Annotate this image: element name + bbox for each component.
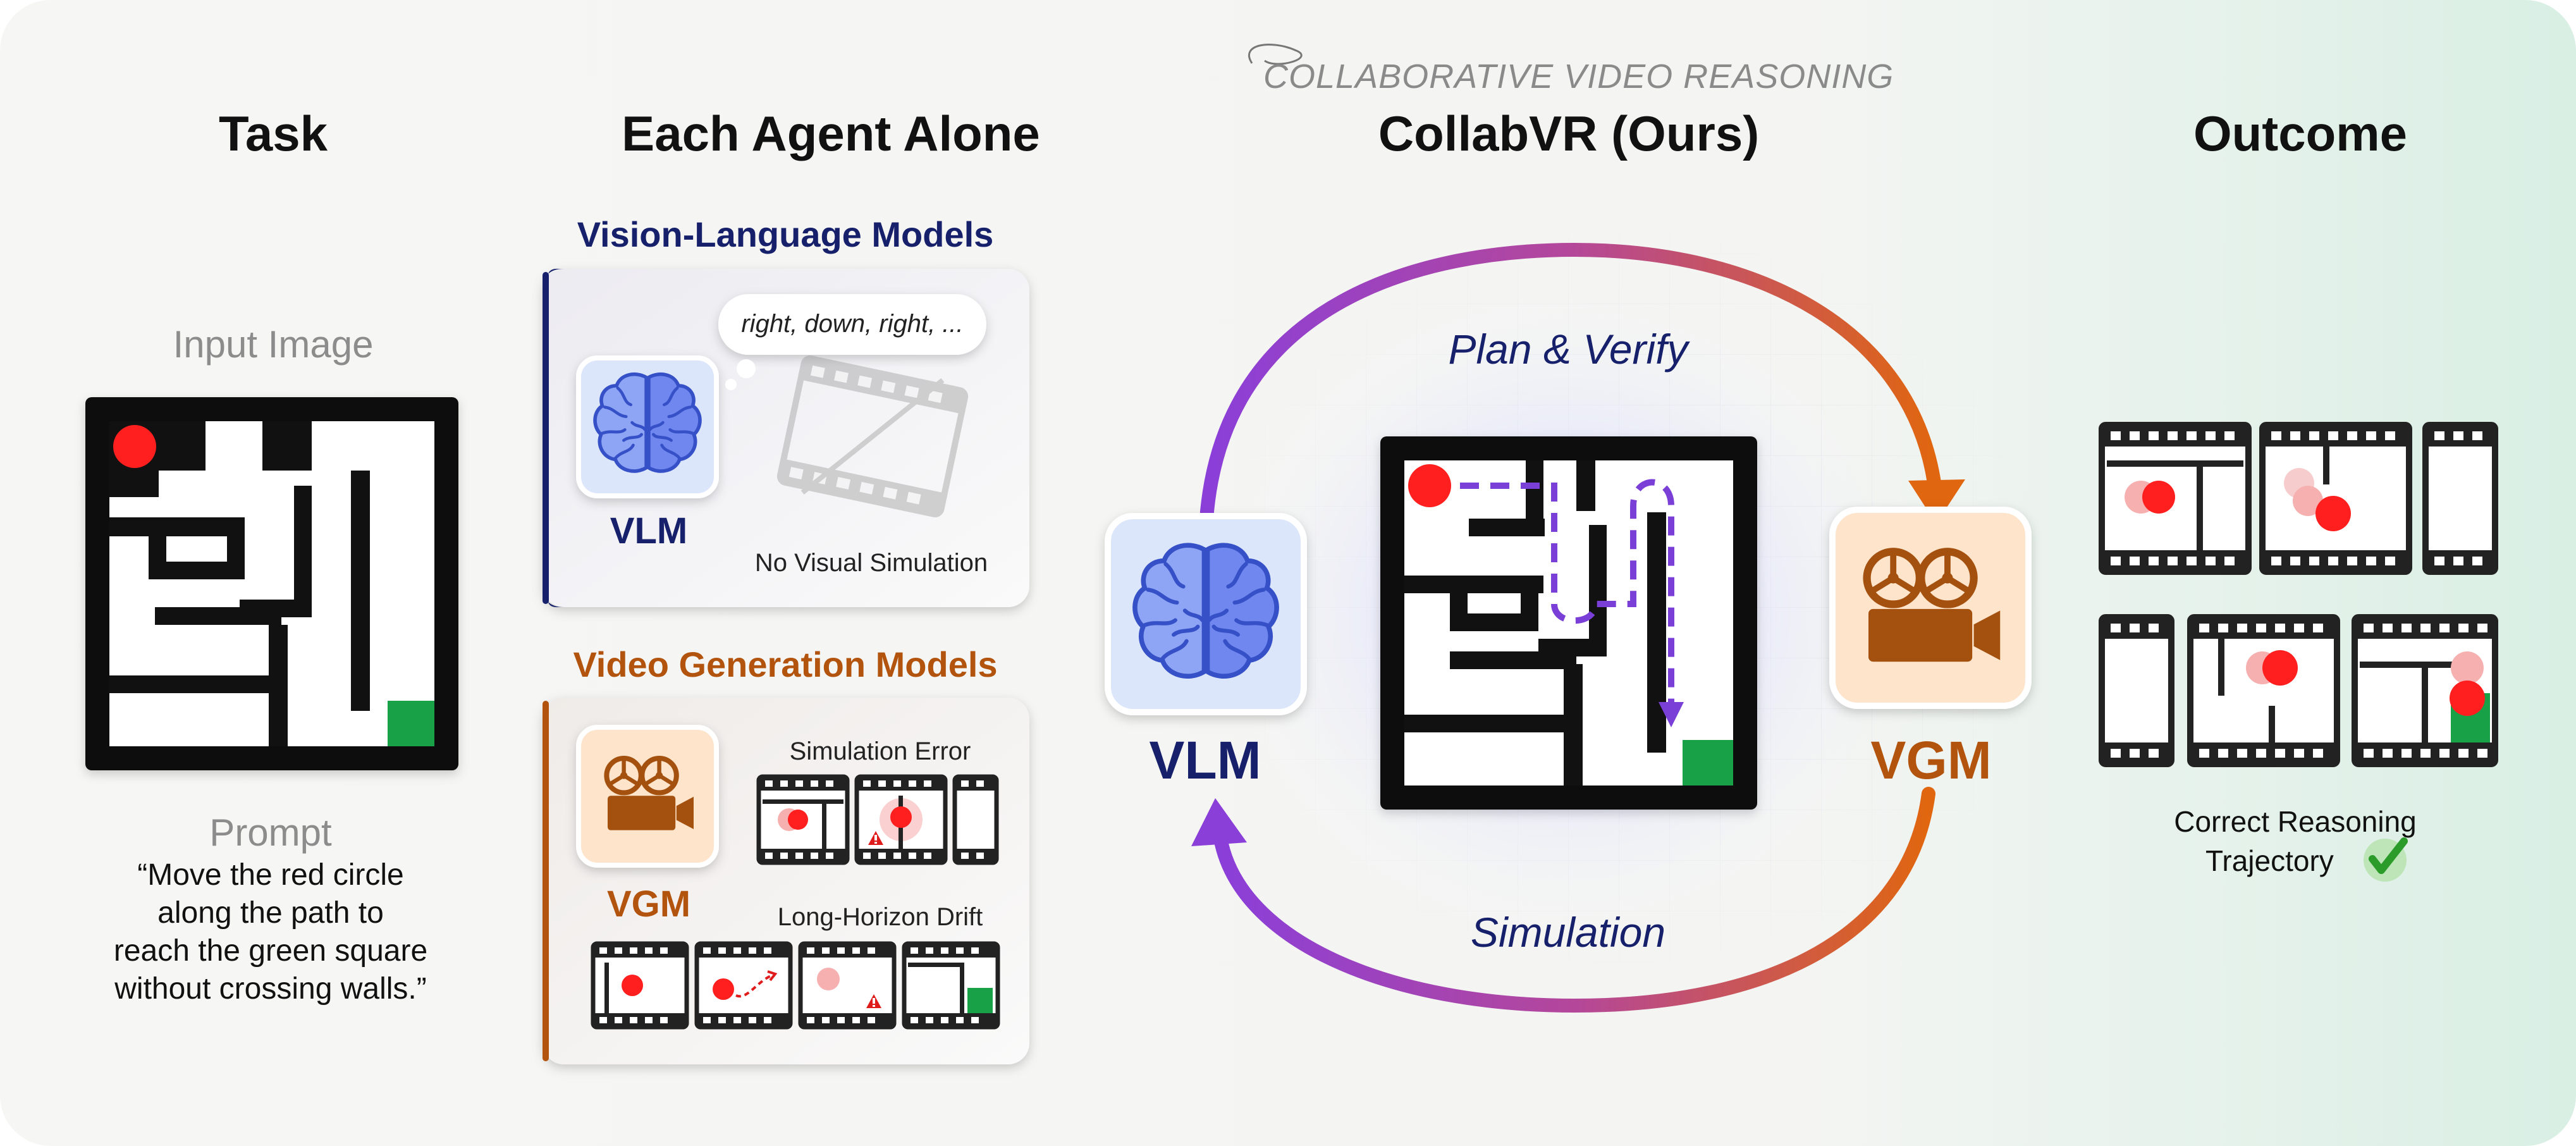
- header-each-agent-alone: Each Agent Alone: [622, 106, 1040, 161]
- sim-error-frames: [756, 774, 999, 865]
- drift-frames: [591, 941, 1000, 1030]
- input-image-label: Input Image: [173, 323, 374, 366]
- input-maze: [85, 397, 458, 770]
- header-task: Task: [219, 106, 328, 161]
- header-outcome: Outcome: [2193, 106, 2408, 161]
- check-circle-icon: [2364, 837, 2408, 882]
- vgm-panel-agent-label: VGM: [606, 884, 691, 925]
- tagline-swirl: [1248, 44, 1303, 65]
- simulation-arrowhead: [1191, 798, 1247, 846]
- collab-vgm-tile: [1829, 507, 2032, 709]
- vlm-agent-tile: [576, 355, 719, 498]
- plan-verify-label: Plan & Verify: [1448, 326, 1688, 373]
- vlm-panel-title: Vision-Language Models: [577, 214, 994, 254]
- simulation-label: Simulation: [1470, 909, 1666, 956]
- speech-text: right, down, right, ...: [741, 310, 964, 338]
- film-strip-icon: [776, 355, 969, 517]
- plan-verify-arrowhead: [1908, 479, 1965, 524]
- header-collabvr: CollabVR (Ours): [1378, 106, 1760, 161]
- collab-maze: [1380, 436, 1757, 810]
- brain-icon: [1135, 545, 1277, 676]
- prompt-line-1: “Move the red circle: [137, 858, 404, 892]
- plan-verify-arrow: [1199, 242, 1942, 526]
- vgm-agent-tile: [576, 725, 719, 868]
- tagline: COLLABORATIVE VIDEO REASONING: [1263, 58, 1894, 96]
- collab-vgm-label: VGM: [1870, 730, 1992, 790]
- prompt-line-3: reach the green square: [113, 934, 428, 968]
- outcome-caption-line-2: Trajectory: [2205, 844, 2334, 877]
- prompt-label: Prompt: [209, 811, 332, 854]
- outcome-caption-line-1: Correct Reasoning: [2174, 805, 2417, 838]
- collab-vlm-tile: [1105, 513, 1307, 715]
- speech-bubble: [718, 294, 986, 390]
- outcome-frames: [2099, 422, 2498, 767]
- vlm-panel-agent-label: VLM: [610, 510, 688, 551]
- prompt-line-4: without crossing walls.”: [114, 972, 427, 1006]
- vgm-panel-title: Video Generation Models: [573, 644, 998, 684]
- collab-vlm-label: VLM: [1149, 730, 1261, 790]
- prompt-line-2: along the path to: [157, 896, 384, 930]
- simulation-error-label: Simulation Error: [789, 737, 971, 765]
- long-horizon-drift-label: Long-Horizon Drift: [777, 903, 983, 931]
- simulation-arrow: [1213, 787, 1935, 1013]
- brain-icon: [595, 374, 700, 471]
- no-visual-simulation-caption: No Visual Simulation: [754, 549, 988, 577]
